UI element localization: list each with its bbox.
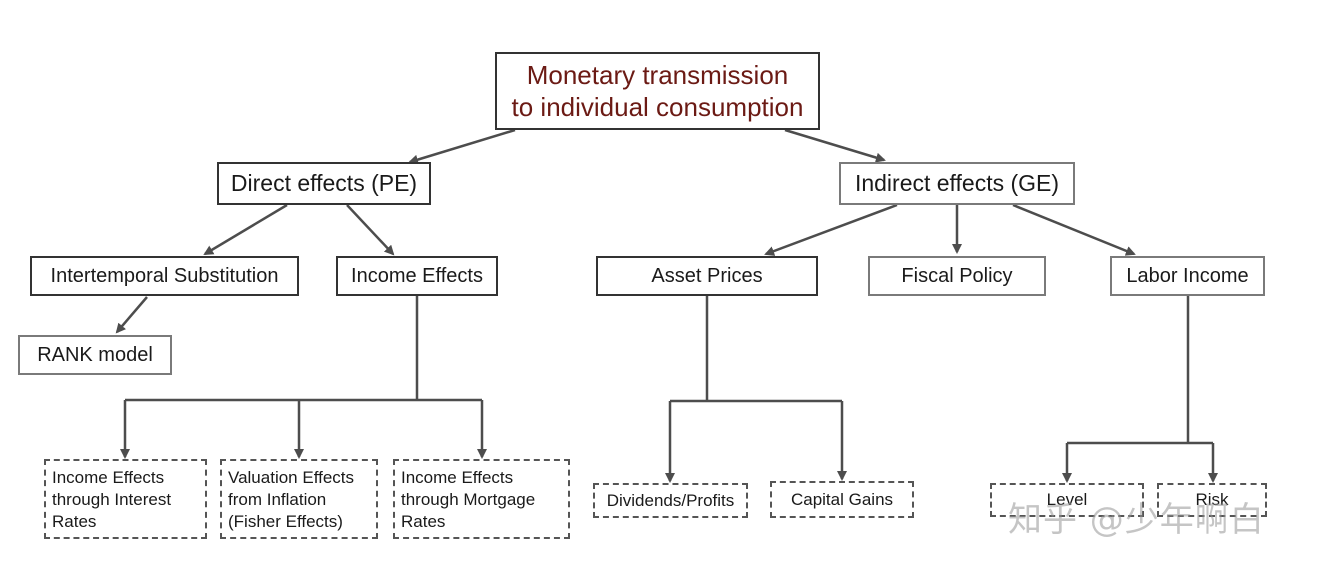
arrow-indirect-asset — [764, 203, 898, 256]
income-interest-node: Income Effects through Interest Rates — [44, 459, 207, 539]
root-title-line1: Monetary transmission — [526, 60, 789, 90]
intertemporal-node: Intertemporal Substitution — [30, 256, 299, 296]
rank-model-label: RANK model — [37, 343, 153, 366]
labor-income-label: Labor Income — [1126, 264, 1249, 287]
dividends-node: Dividends/Profits — [593, 483, 748, 518]
direct-effects-label: Direct effects (PE) — [230, 170, 418, 196]
risk-label: Risk — [1195, 490, 1229, 509]
intertemporal-label: Intertemporal Substitution — [50, 264, 279, 287]
asset-prices-node: Asset Prices — [596, 256, 818, 296]
level-label: Level — [1046, 490, 1088, 509]
valuation-line1: Valuation Effects — [228, 468, 355, 487]
arrow-direct-income — [346, 204, 395, 256]
asset-prices-label: Asset Prices — [651, 264, 763, 287]
income-mortgage-line1: Income Effects — [401, 468, 514, 487]
income-interest-line2: through Interest — [52, 490, 172, 509]
direct-effects-node: Direct effects (PE) — [217, 162, 431, 205]
watermark: 知乎 @少年啊白 — [1008, 500, 1265, 540]
indirect-effects-label: Indirect effects (GE) — [854, 170, 1060, 196]
level-node: Level — [990, 483, 1144, 517]
rank-model-node: RANK model — [18, 335, 172, 375]
fiscal-policy-node: Fiscal Policy — [868, 256, 1046, 296]
valuation-line3: (Fisher Effects) — [228, 512, 343, 531]
risk-node: Risk — [1157, 483, 1267, 517]
root-node: Monetary transmission to individual cons… — [495, 52, 820, 130]
connector-labor-tree — [1067, 296, 1213, 445]
income-mortgage-node: Income Effects through Mortgage Rates — [393, 459, 570, 539]
income-effects-node: Income Effects — [336, 256, 498, 296]
income-interest-line1: Income Effects — [52, 468, 165, 487]
connector-income-tree — [125, 296, 482, 402]
income-mortgage-line3: Rates — [401, 512, 446, 531]
arrow-root-indirect — [784, 128, 886, 163]
arrow-root-direct — [408, 128, 516, 165]
fiscal-policy-label: Fiscal Policy — [901, 264, 1013, 287]
arrow-indirect-labor — [1012, 203, 1136, 256]
income-interest-line3: Rates — [52, 512, 97, 531]
income-mortgage-line2: through Mortgage — [401, 490, 536, 509]
labor-income-node: Labor Income — [1110, 256, 1265, 296]
connector-asset-tree — [670, 296, 842, 403]
income-effects-label: Income Effects — [351, 264, 483, 287]
arrow-direct-intertemporal — [203, 203, 288, 256]
valuation-node: Valuation Effects from Inflation (Fisher… — [220, 459, 378, 539]
indirect-effects-node: Indirect effects (GE) — [839, 162, 1075, 205]
root-title-line2: to individual consumption — [511, 92, 804, 122]
arrow-intertemporal-rank — [115, 296, 148, 334]
capital-gains-label: Capital Gains — [790, 489, 894, 509]
capital-gains-node: Capital Gains — [770, 481, 914, 518]
valuation-line2: from Inflation — [228, 490, 327, 509]
dividends-label: Dividends/Profits — [606, 490, 735, 510]
